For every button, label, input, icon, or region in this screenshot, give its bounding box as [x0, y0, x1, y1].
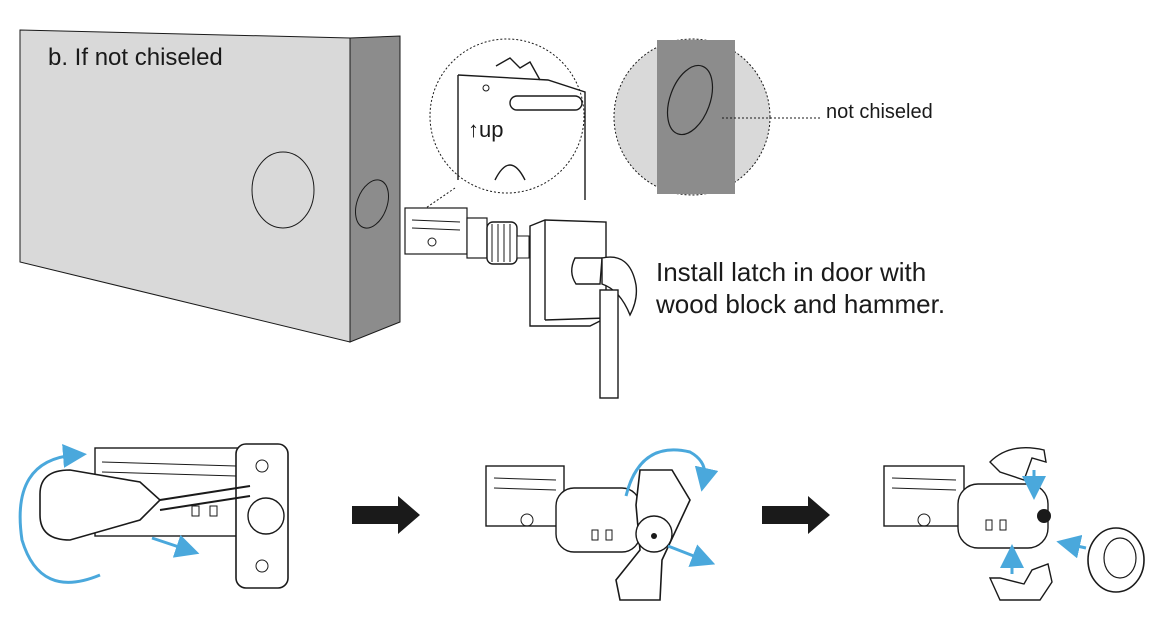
door-block-icon [19, 29, 401, 343]
callout-label: not chiseled [826, 101, 933, 123]
step2-latch-icon [485, 465, 691, 601]
process-arrow-icon [352, 496, 830, 534]
instruction-text: Install latch in door with wood block an… [656, 256, 945, 320]
edge-detail-circle [613, 38, 820, 196]
assembly-arrow-icon [1000, 470, 1087, 574]
step3-latch-icon [883, 447, 1145, 601]
section-heading: b. If not chiseled [48, 44, 223, 71]
latch-icon [404, 207, 530, 265]
instruction-line-1: Install latch in door with [656, 257, 927, 287]
screwdriver-icon [39, 469, 251, 541]
rotate-arrow-icon [624, 448, 719, 567]
up-label: ↑up [468, 117, 503, 142]
rotate-arrow-icon [18, 443, 200, 584]
hammer-icon [571, 256, 638, 399]
latch-detail-circle: ↑up [419, 38, 586, 213]
instruction-line-2: wood block and hammer. [656, 289, 946, 319]
